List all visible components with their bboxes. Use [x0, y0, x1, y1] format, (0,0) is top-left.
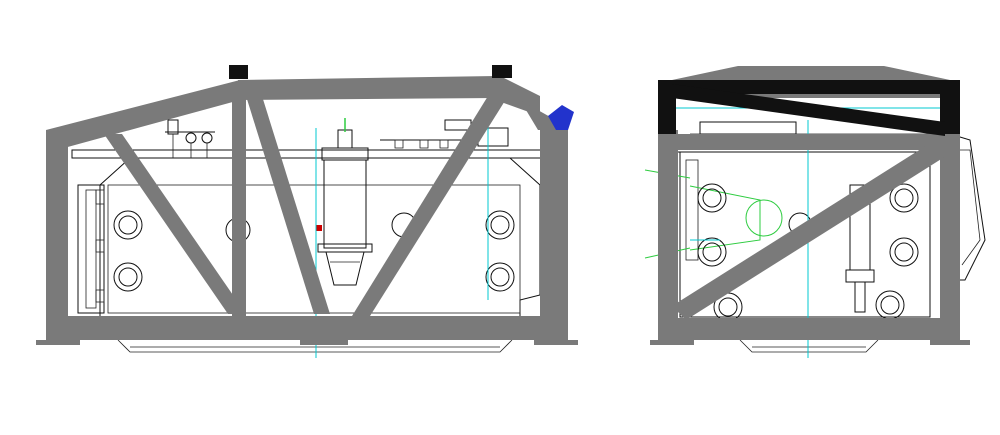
side-frame — [36, 74, 578, 345]
lifting-lug-left — [229, 65, 248, 79]
end-elevation-view — [644, 66, 986, 358]
blue-component — [548, 105, 574, 130]
end-frame-dark — [658, 80, 960, 136]
body-holes — [113, 210, 515, 292]
end-frame — [650, 130, 970, 345]
central-cylinder — [316, 129, 373, 286]
lifting-lug-right — [492, 65, 512, 78]
red-mark — [316, 225, 322, 231]
side-elevation-view — [36, 65, 578, 358]
